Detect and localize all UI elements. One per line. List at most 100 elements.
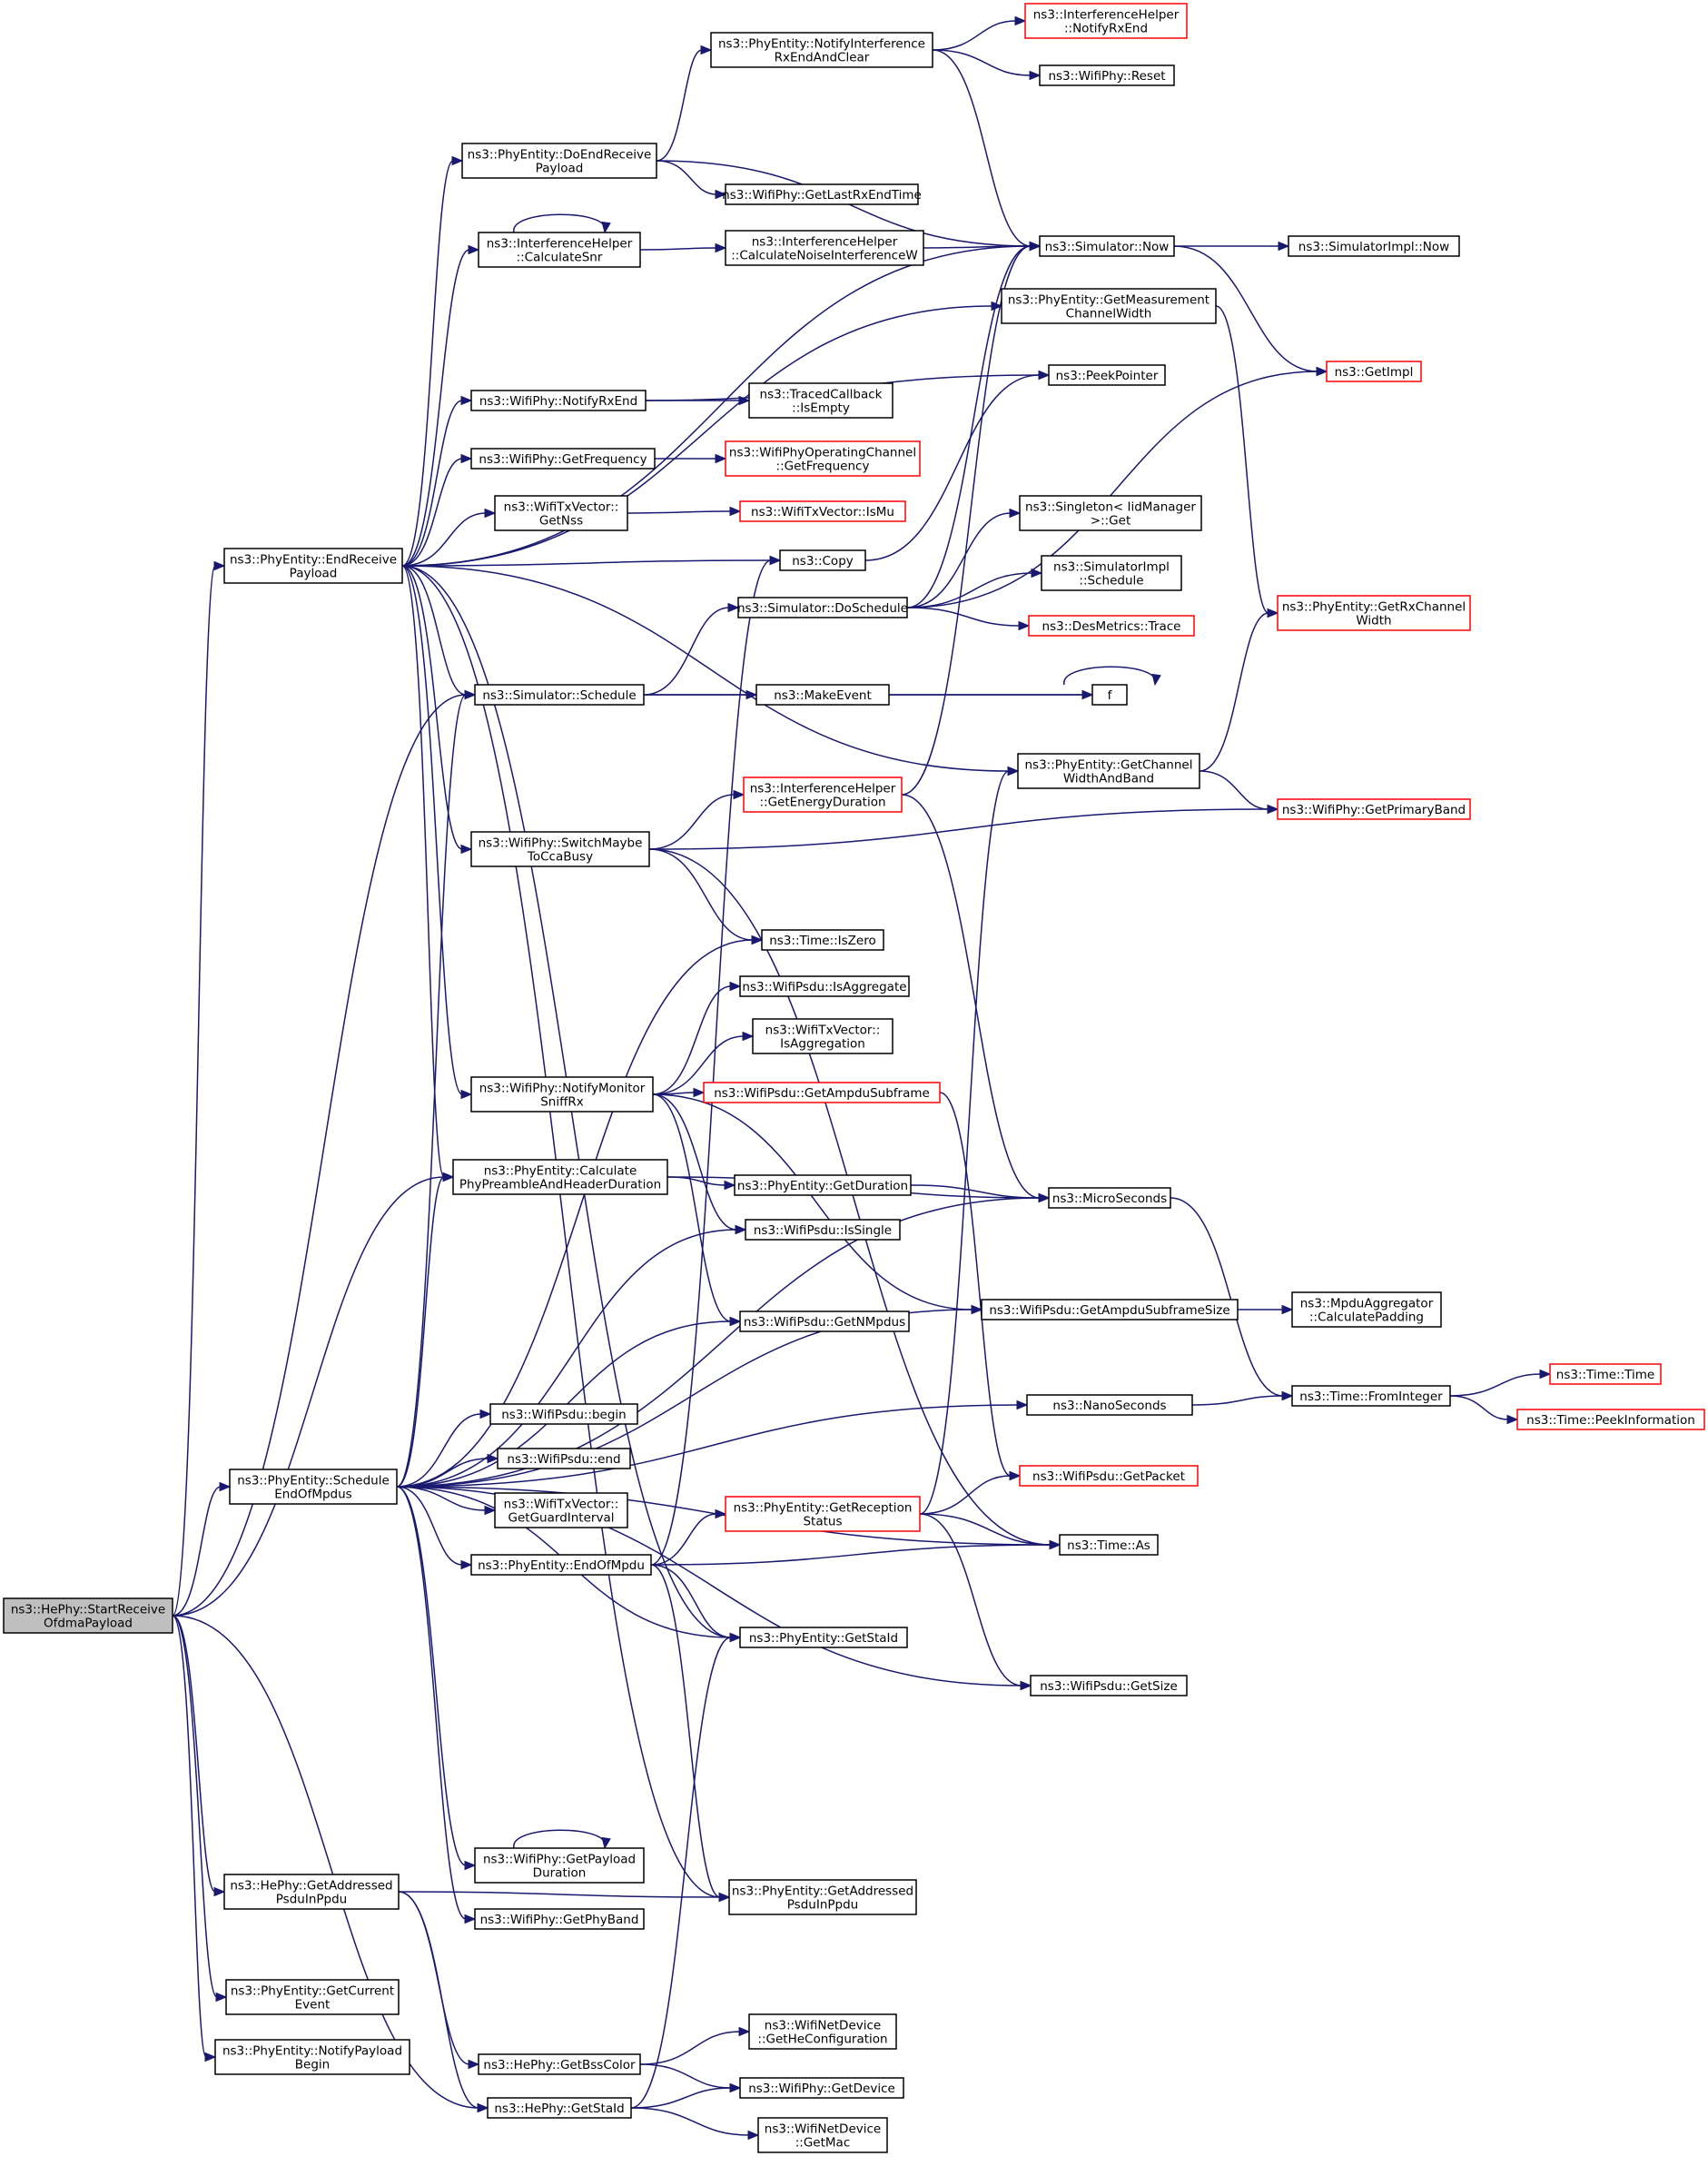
node-tracedEmpty[interactable]: ns3::TracedCallback::IsEmpty [748,382,893,419]
edge-arrowhead [735,1224,747,1235]
node-measChan[interactable]: ns3::PhyEntity::GetMeasurementChannelWid… [1001,288,1217,324]
edge-line [639,2031,741,2065]
node-getImpl[interactable]: ns3::GetImpl [1326,361,1422,382]
node-notifyRxEnd[interactable]: ns3::WifiPhy::NotifyRxEnd [470,390,647,411]
edge-line [401,249,470,567]
node-phyBand[interactable]: ns3::WifiPhy::GetPhyBand [474,1908,645,1930]
node-getDuration[interactable]: ns3::PhyEntity::GetDuration [734,1174,912,1196]
node-calcPadding[interactable]: ns3::MpduAggregator::CalculatePadding [1291,1291,1442,1328]
node-notifyIntf[interactable]: ns3::PhyEntity::NotifyInterferenceRxEndA… [710,32,933,68]
node-ampduSubSize[interactable]: ns3::WifiPsdu::GetAmpduSubframeSize [981,1299,1239,1320]
node-calcNoise[interactable]: ns3::InterferenceHelper::CalculateNoiseI… [725,230,924,266]
node-label: ns3::SimulatorImpl::Now [1298,240,1449,254]
node-guard[interactable]: ns3::WifiTxVector::GetGuardInterval [494,1492,628,1528]
node-primaryBand[interactable]: ns3::WifiPhy::GetPrimaryBand [1277,798,1471,820]
node-begin[interactable]: ns3::WifiPsdu::begin [489,1403,638,1425]
node-label: ::CalculateNoiseInterferenceW [731,249,918,263]
node-box [474,684,645,706]
node-energyDur[interactable]: ns3::InterferenceHelper::GetEnergyDurati… [743,776,903,813]
node-desTrace[interactable]: ns3::DesMetrics::Trace [1028,615,1195,637]
edge-doEndRx-to-lastRxEnd [656,160,727,200]
edge-arrowhead [1281,1304,1294,1315]
node-getDevice[interactable]: ns3::WifiPhy::GetDevice [739,2077,904,2099]
node-box [214,2039,410,2075]
node-calcPre[interactable]: ns3::PhyEntity::CalculatePhyPreambleAndH… [452,1159,668,1195]
node-endMpdu[interactable]: ns3::PhyEntity::EndOfMpdu [470,1554,652,1576]
edge-notifyMon-to-isAggregation [652,1031,755,1095]
node-nMpdus[interactable]: ns3::WifiPsdu::GetNMpdus [739,1310,910,1332]
node-bssColor[interactable]: ns3::HePhy::GetBssColor [478,2053,641,2075]
edge-schedEnd-to-endMpdu [396,1486,473,1570]
edge-line [650,559,772,1566]
node-heStaId[interactable]: ns3::HePhy::GetStaId [487,2097,632,2119]
node-getMac[interactable]: ns3::WifiNetDevice::GetMac [757,2117,888,2153]
node-calcSnr[interactable]: ns3::InterferenceHelper::CalculateSnr [478,232,641,268]
node-label: Status [803,1515,842,1529]
node-lastRxEnd[interactable]: ns3::WifiPhy::GetLastRxEndTime [722,183,922,205]
node-heConfig[interactable]: ns3::WifiNetDevice::GetHeConfiguration [748,2013,897,2050]
node-peek[interactable]: ns3::PeekPointer [1048,364,1166,386]
node-ampduSub[interactable]: ns3::WifiPsdu::GetAmpduSubframe [703,1082,941,1103]
node-isZero[interactable]: ns3::Time::IsZero [761,929,884,951]
node-chanFreq[interactable]: ns3::WifiPhyOperatingChannel::GetFrequen… [725,440,921,477]
node-isMu[interactable]: ns3::WifiTxVector::IsMu [739,500,906,522]
node-now[interactable]: ns3::Simulator::Now [1039,235,1175,257]
node-singleton[interactable]: ns3::Singleton< IidManager>::Get [1019,495,1202,531]
edge-line [398,1891,470,2065]
node-microSec[interactable]: ns3::MicroSeconds [1048,1187,1171,1209]
node-getPacket[interactable]: ns3::WifiPsdu::GetPacket [1019,1465,1199,1487]
edge-line [648,848,1051,1546]
node-reset[interactable]: ns3::WifiPhy::Reset [1039,64,1175,86]
node-ihNotifyRxEnd[interactable]: ns3::InterferenceHelper::NotifyRxEnd [1024,3,1188,39]
node-timeTime[interactable]: ns3::Time::Time [1549,1363,1662,1385]
node-getSize[interactable]: ns3::WifiPsdu::GetSize [1030,1675,1188,1696]
node-end[interactable]: ns3::WifiPsdu::end [497,1448,631,1469]
edge-line [627,510,732,514]
node-fromInteger[interactable]: ns3::Time::FromInteger [1291,1385,1451,1407]
node-f[interactable]: f [1091,684,1128,706]
node-getFreq[interactable]: ns3::WifiPhy::GetFrequency [470,448,656,470]
node-box [703,1082,941,1103]
edge-arrowhead [769,555,782,566]
node-peekInfo[interactable]: ns3::Time::PeekInformation [1516,1409,1705,1430]
edge-line [396,1413,482,1488]
node-label: ns3::HePhy::GetBssColor [483,2058,636,2072]
node-box [470,1554,652,1576]
node-staId[interactable]: ns3::PhyEntity::GetStaId [739,1627,908,1648]
node-simSchedule[interactable]: ns3::Simulator::Schedule [474,684,645,706]
node-isSingle[interactable]: ns3::WifiPsdu::IsSingle [745,1219,901,1241]
node-box [725,440,921,477]
node-nanoSec[interactable]: ns3::NanoSeconds [1026,1394,1193,1416]
node-copy[interactable]: ns3::Copy [779,549,866,571]
node-label: ns3::PhyEntity::GetRxChannel [1282,600,1466,615]
edge-line [1173,245,1318,372]
node-getNss[interactable]: ns3::WifiTxVector::GetNss [494,495,628,531]
edge-arrowhead [451,155,464,166]
edge-arrowhead [1267,804,1279,815]
node-implNow[interactable]: ns3::SimulatorImpl::Now [1288,235,1460,257]
node-implSchedule[interactable]: ns3::SimulatorImpl::Schedule [1041,555,1182,591]
edge-line [396,1197,1041,1488]
node-timeAs[interactable]: ns3::Time::As [1059,1534,1159,1556]
node-isAggregation[interactable]: ns3::WifiTxVector::IsAggregation [752,1018,893,1054]
node-isAggregate[interactable]: ns3::WifiPsdu::IsAggregate [739,975,910,997]
edge-arrowhead [1020,1680,1032,1691]
node-makeEvent[interactable]: ns3::MakeEvent [755,684,890,706]
edge-line [1215,305,1269,614]
node-label: ns3::WifiPhy::GetLastRxEndTime [722,188,922,203]
node-doSchedule[interactable]: ns3::Simulator::DoSchedule [737,597,908,618]
